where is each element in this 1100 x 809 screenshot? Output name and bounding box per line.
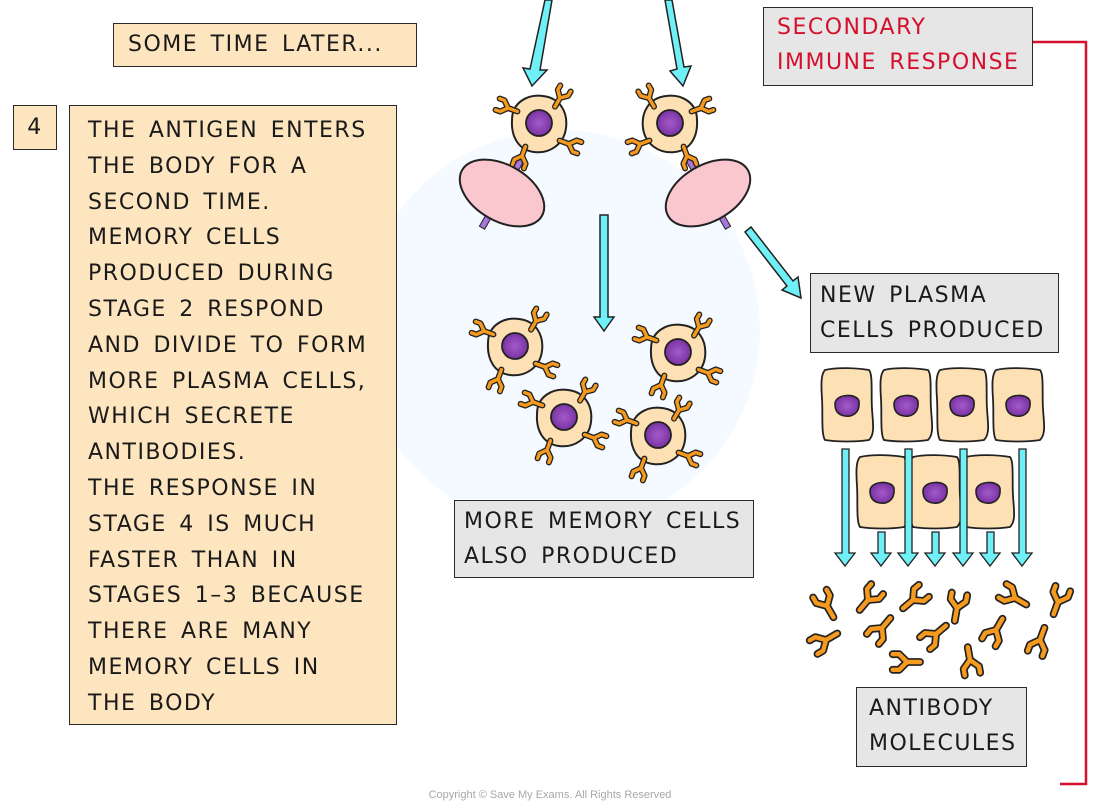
- description-line: MORE PLASMA CELLS,: [88, 368, 367, 394]
- secondary-response-bracket: [1033, 40, 1088, 786]
- description-line: SECOND TIME.: [88, 189, 271, 215]
- description-line: PRODUCED DURING: [88, 261, 335, 287]
- plasma-cell: [961, 454, 1016, 530]
- time-label: SOME TIME LATER...: [128, 32, 383, 57]
- description-line: THE ANTIGEN ENTERS: [88, 118, 367, 143]
- stage-number: 4: [27, 115, 43, 140]
- description-line: STAGES 1–3 BECAUSE: [88, 583, 365, 609]
- label-line: NEW PLASMA: [820, 283, 988, 308]
- antigen-cell-left: [458, 156, 546, 230]
- secretion-arrows: [833, 448, 1034, 568]
- description-line: ANTIBODIES.: [88, 440, 247, 466]
- secondary-response-label: SECONDARY IMMUNE RESPONSE: [763, 7, 1033, 86]
- description-line: STAGE 4 IS MUCH: [88, 511, 317, 537]
- copyright-notice: Copyright © Save My Exams. All Rights Re…: [428, 789, 672, 801]
- arrow-incoming-left: [521, 0, 553, 88]
- description-line: WHICH SECRETE: [88, 404, 295, 430]
- label-line: IMMUNE RESPONSE: [777, 50, 1020, 75]
- antigen-cell-right: [664, 156, 752, 230]
- description-line: MEMORY CELLS IN: [88, 654, 320, 680]
- arrow-incoming-right: [664, 0, 693, 88]
- plasma-cell: [908, 454, 963, 530]
- plasma-cell: [855, 454, 910, 530]
- antibody-molecules-label: ANTIBODY MOLECULES: [856, 687, 1027, 767]
- description-line: THE RESPONSE IN: [88, 475, 318, 501]
- label-line: ALSO PRODUCED: [464, 544, 679, 569]
- plasma-cell: [991, 367, 1046, 443]
- label-line: ANTIBODY: [869, 696, 994, 721]
- antibody-molecules: [810, 584, 1071, 675]
- description-line: FASTER THAN IN: [88, 547, 298, 573]
- label-line: MORE MEMORY CELLS: [464, 509, 742, 534]
- plasma-cell: [820, 367, 875, 443]
- stage-description-box: THE ANTIGEN ENTERS THE BODY FOR A SECOND…: [69, 105, 397, 725]
- label-line: CELLS PRODUCED: [820, 318, 1045, 343]
- arrow-to-plasma-cells: [743, 225, 802, 300]
- more-memory-label: MORE MEMORY CELLS ALSO PRODUCED: [454, 500, 754, 578]
- time-label-box: SOME TIME LATER...: [113, 23, 417, 67]
- description-line: AND DIVIDE TO FORM: [88, 332, 368, 358]
- plasma-cell: [879, 367, 934, 443]
- description-line: STAGE 2 RESPOND: [88, 296, 325, 322]
- description-line: THE BODY: [88, 690, 217, 716]
- label-line: MOLECULES: [869, 731, 1017, 756]
- description-line: MEMORY CELLS: [88, 225, 282, 251]
- new-plasma-label: NEW PLASMA CELLS PRODUCED: [810, 273, 1059, 353]
- arrow-to-memory-cells: [592, 214, 616, 333]
- label-line: SECONDARY: [777, 15, 927, 40]
- plasma-cell: [935, 367, 990, 443]
- description-line: THE BODY FOR A: [88, 153, 308, 179]
- stage-number-box: 4: [13, 105, 57, 150]
- description-line: THERE ARE MANY: [88, 619, 313, 645]
